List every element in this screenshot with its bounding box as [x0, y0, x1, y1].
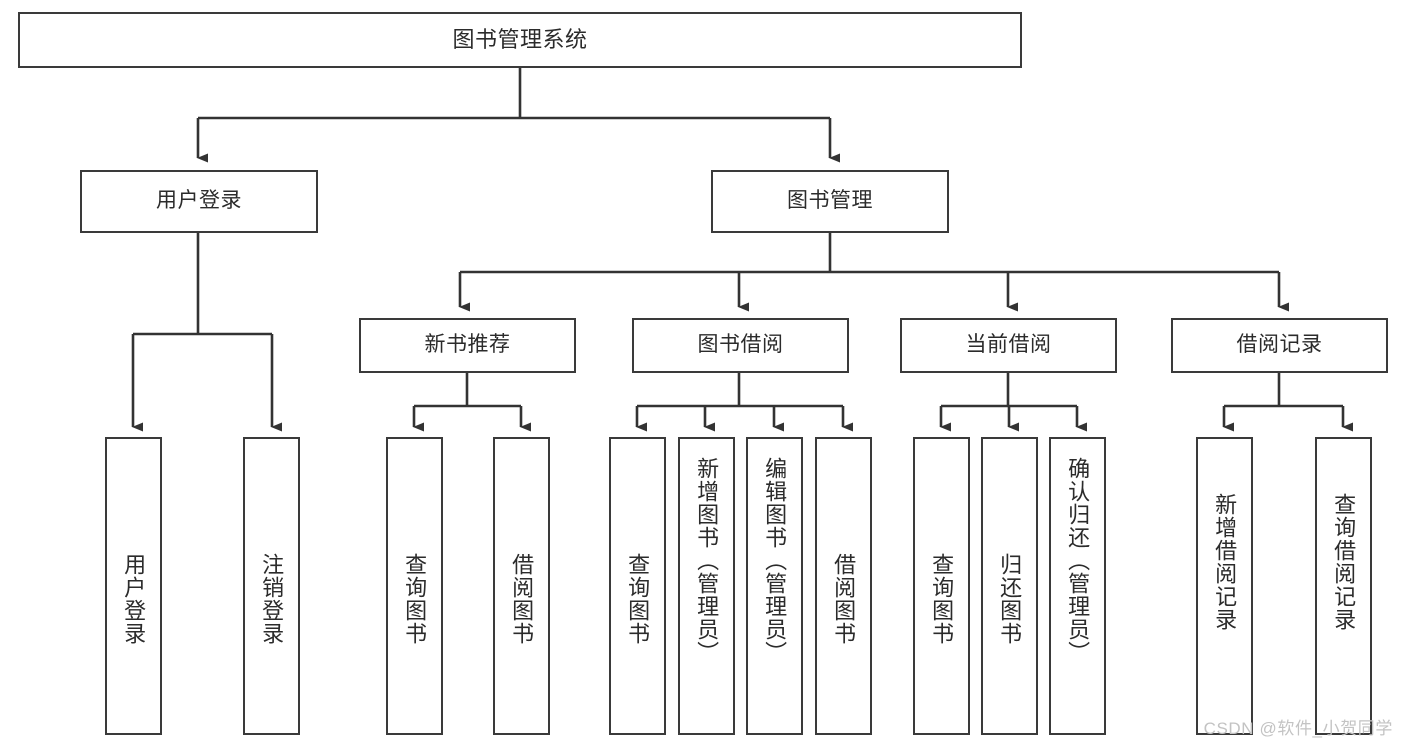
leaf-new-book-borrow-book[interactable]: 借阅图书	[493, 437, 550, 735]
node-label: 查询图书	[625, 553, 651, 645]
node-current-borrow[interactable]: 当前借阅	[900, 318, 1117, 373]
node-new-book-recommend[interactable]: 新书推荐	[359, 318, 576, 373]
node-root-library-system[interactable]: 图书管理系统	[18, 12, 1022, 68]
node-label: 查询图书	[402, 553, 428, 645]
node-label: 查询图书	[929, 553, 955, 645]
node-label: 当前借阅	[965, 333, 1052, 357]
leaf-borrow-query-book[interactable]: 查询图书	[609, 437, 666, 735]
leaf-borrow-book[interactable]: 借阅图书	[815, 437, 872, 735]
node-label: 查询借阅记录	[1331, 493, 1357, 631]
node-label: 新书推荐	[424, 333, 511, 357]
node-book-borrow[interactable]: 图书借阅	[632, 318, 849, 373]
node-label: 新增借阅记录	[1212, 493, 1238, 631]
node-label: 用户登录	[121, 553, 147, 645]
node-borrow-record[interactable]: 借阅记录	[1171, 318, 1388, 373]
node-label: 借阅图书	[509, 553, 535, 645]
leaf-add-book-admin[interactable]: 新增图书（管理员）	[678, 437, 735, 735]
leaf-user-login[interactable]: 用户登录	[105, 437, 162, 735]
watermark: CSDN @软件_小贺同学	[1203, 719, 1393, 738]
leaf-query-borrow-record[interactable]: 查询借阅记录	[1315, 437, 1372, 735]
node-label: 注销登录	[259, 553, 285, 645]
leaf-new-book-query-book[interactable]: 查询图书	[386, 437, 443, 735]
leaf-edit-book-admin[interactable]: 编辑图书（管理员）	[746, 437, 803, 735]
node-label: 图书管理系统	[452, 27, 588, 53]
leaf-confirm-return-admin[interactable]: 确认归还（管理员）	[1049, 437, 1106, 735]
leaf-add-borrow-record[interactable]: 新增借阅记录	[1196, 437, 1253, 735]
node-label: 确认归还（管理员）	[1065, 457, 1091, 664]
node-user-login[interactable]: 用户登录	[80, 170, 318, 233]
leaf-logout-login[interactable]: 注销登录	[243, 437, 300, 735]
node-label: 借阅记录	[1236, 333, 1323, 357]
node-label: 新增图书（管理员）	[694, 457, 720, 664]
node-label: 借阅图书	[831, 553, 857, 645]
node-label: 归还图书	[997, 553, 1023, 645]
leaf-current-query-book[interactable]: 查询图书	[913, 437, 970, 735]
leaf-return-book[interactable]: 归还图书	[981, 437, 1038, 735]
node-label: 图书管理	[787, 189, 873, 213]
node-label: 用户登录	[156, 189, 242, 213]
node-label: 图书借阅	[697, 333, 784, 357]
node-label: 编辑图书（管理员）	[762, 457, 788, 664]
node-book-management[interactable]: 图书管理	[711, 170, 949, 233]
